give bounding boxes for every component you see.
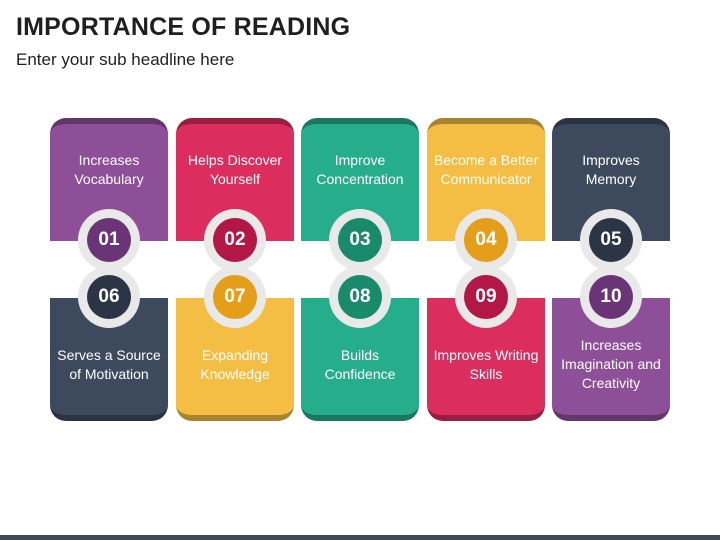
number-ring-06: 06 xyxy=(78,266,140,328)
number-ring-08: 08 xyxy=(329,266,391,328)
number-ring-09: 09 xyxy=(455,266,517,328)
card-label: Serves a Source of Motivation xyxy=(57,346,161,382)
card-label: Increases Vocabulary xyxy=(74,151,144,187)
number-badge: 07 xyxy=(213,275,257,319)
number-badge: 09 xyxy=(464,275,508,319)
card-label: Improves Writing Skills xyxy=(433,346,539,382)
number-ring-10: 10 xyxy=(580,266,642,328)
number-ring-01: 01 xyxy=(78,209,140,271)
number-ring-04: 04 xyxy=(455,209,517,271)
number-ring-03: 03 xyxy=(329,209,391,271)
card-label: Increases Imagination and Creativity xyxy=(561,337,661,391)
number-badge: 06 xyxy=(87,275,131,319)
number-badge: 05 xyxy=(589,218,633,262)
number-badge: 01 xyxy=(87,218,131,262)
number-ring-02: 02 xyxy=(204,209,266,271)
number-badge: 04 xyxy=(464,218,508,262)
number-badge: 02 xyxy=(213,218,257,262)
card-label: Builds Confidence xyxy=(324,346,396,382)
number-ring-05: 05 xyxy=(580,209,642,271)
card-label: Become a Better Communicator xyxy=(433,151,539,187)
number-badge: 08 xyxy=(338,275,382,319)
card-03: Improve Concentration xyxy=(301,118,419,241)
footer-bar xyxy=(0,535,720,540)
number-ring-07: 07 xyxy=(204,266,266,328)
page-title: IMPORTANCE OF READING xyxy=(16,13,351,41)
number-badge: 10 xyxy=(589,275,633,319)
card-label: Improve Concentration xyxy=(316,151,404,187)
page-subtitle: Enter your sub headline here xyxy=(16,50,235,69)
number-badge: 03 xyxy=(338,218,382,262)
card-label: Helps Discover Yourself xyxy=(187,151,283,187)
card-label: Expanding Knowledge xyxy=(200,346,270,382)
card-label: Improves Memory xyxy=(582,151,640,187)
